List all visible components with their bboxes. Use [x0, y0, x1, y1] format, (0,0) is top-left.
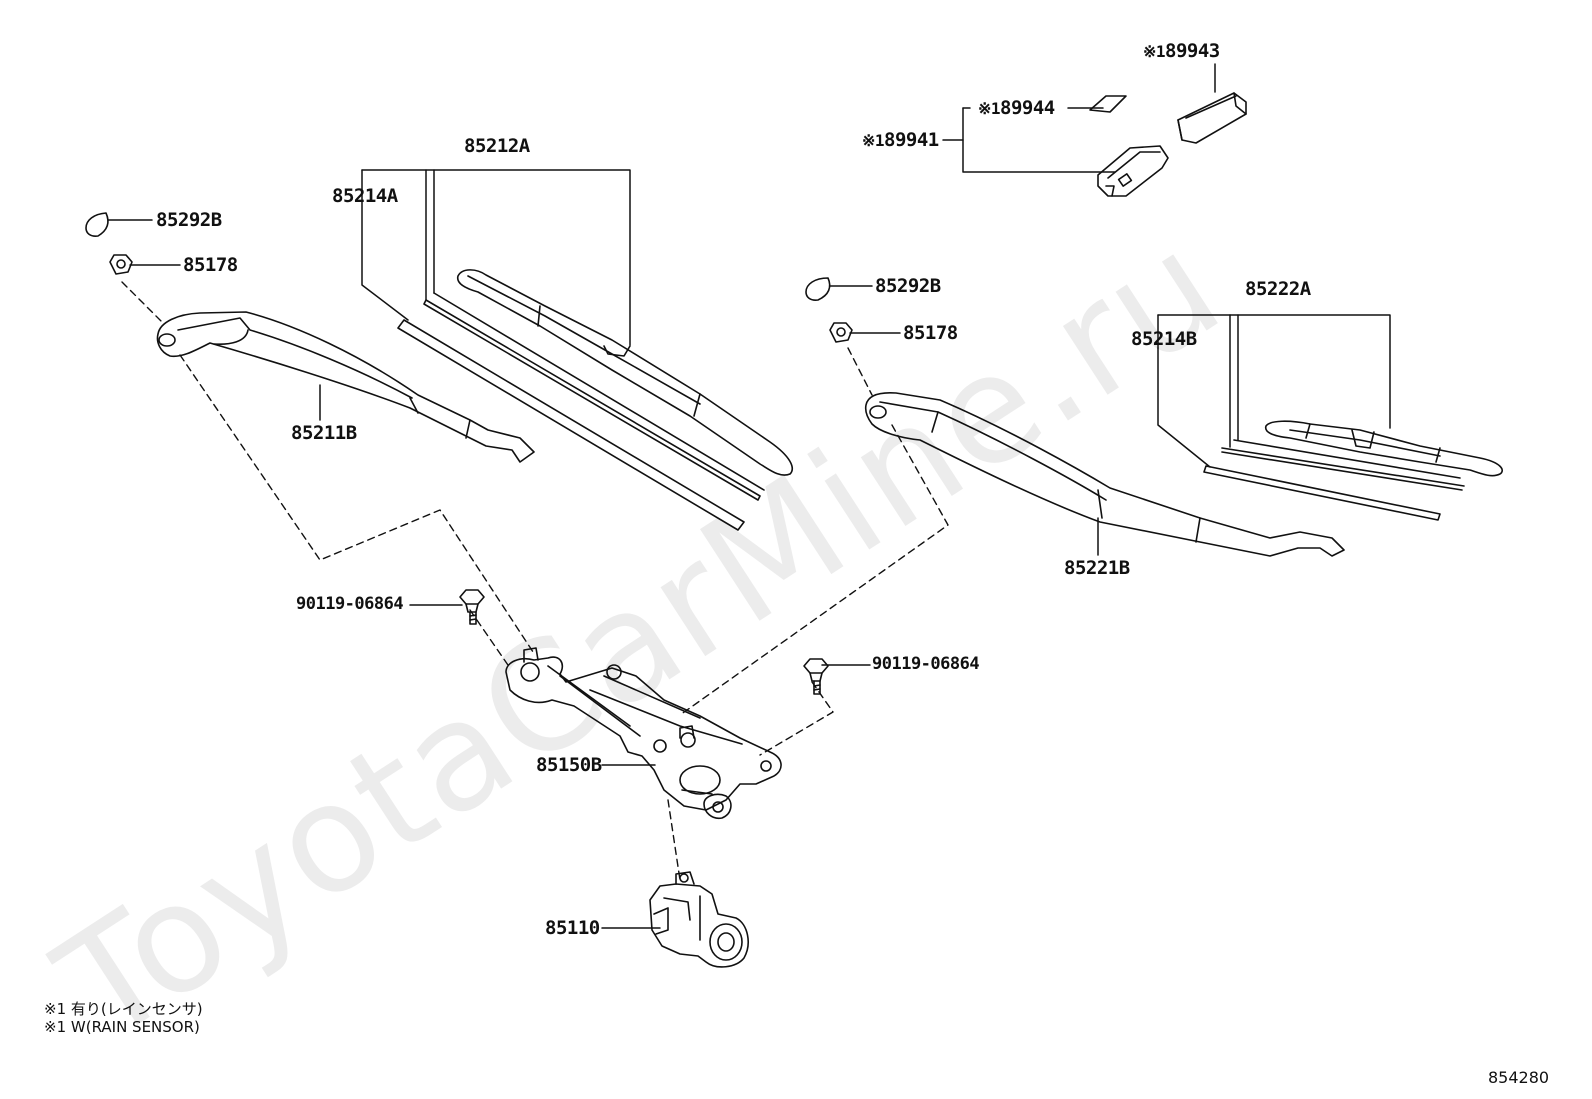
bolt-90119-right	[803, 658, 829, 695]
label-90119-right: 90119-06864	[872, 654, 980, 674]
label-89943-number: 89943	[1165, 40, 1220, 62]
wiper-link-85150B	[505, 647, 782, 820]
dashed-assembly-lines	[121, 281, 949, 881]
wiper-blade-85212A	[456, 269, 794, 476]
label-85214A: 85214A	[332, 185, 398, 207]
label-89944: ※189944	[978, 99, 1055, 118]
gel-pad-89944	[1089, 95, 1127, 113]
rain-sensor-89941	[1097, 145, 1169, 197]
cover-89943	[1177, 92, 1247, 144]
label-85150B: 85150B	[536, 754, 602, 776]
footnote-jp: ※1 有り(レインセンサ)	[44, 1000, 203, 1018]
label-85212A: 85212A	[464, 135, 530, 157]
nut-85178-left	[109, 254, 133, 275]
label-85110: 85110	[545, 917, 600, 939]
label-85292B-left: 85292B	[156, 209, 222, 231]
leader-lines	[107, 63, 1391, 929]
footnote-en: ※1 W(RAIN SENSOR)	[44, 1018, 200, 1036]
label-85211B: 85211B	[291, 422, 357, 444]
wiper-blade-85222A	[1264, 420, 1503, 477]
rain-sensor-mark: ※1	[1143, 42, 1166, 61]
nut-85178-right	[829, 322, 853, 343]
label-85222A: 85222A	[1245, 278, 1311, 300]
blade-rubber-85214A	[397, 292, 765, 531]
label-85214B: 85214B	[1131, 328, 1197, 350]
label-85292B-right: 85292B	[875, 275, 941, 297]
label-89941: ※189941	[862, 131, 939, 150]
figure-code: 854280	[1488, 1068, 1550, 1087]
label-89944-number: 89944	[1000, 97, 1055, 119]
wiper-arm-85221B	[864, 392, 1345, 557]
label-85178-left: 85178	[183, 254, 238, 276]
label-89941-number: 89941	[884, 129, 939, 151]
label-85178-right: 85178	[903, 322, 958, 344]
cap-85292B-right	[805, 277, 831, 301]
wiper-arm-85211B	[156, 311, 535, 463]
label-89943: ※189943	[1143, 42, 1220, 61]
blade-rubber-85214B	[1203, 439, 1465, 521]
rain-sensor-mark: ※1	[862, 131, 885, 150]
rain-sensor-mark: ※1	[978, 99, 1001, 118]
wiper-motor-85110	[649, 871, 749, 968]
label-90119-left: 90119-06864	[296, 594, 404, 614]
bolt-90119-left	[459, 589, 485, 625]
cap-85292B-left	[85, 212, 109, 237]
label-85221B: 85221B	[1064, 557, 1130, 579]
